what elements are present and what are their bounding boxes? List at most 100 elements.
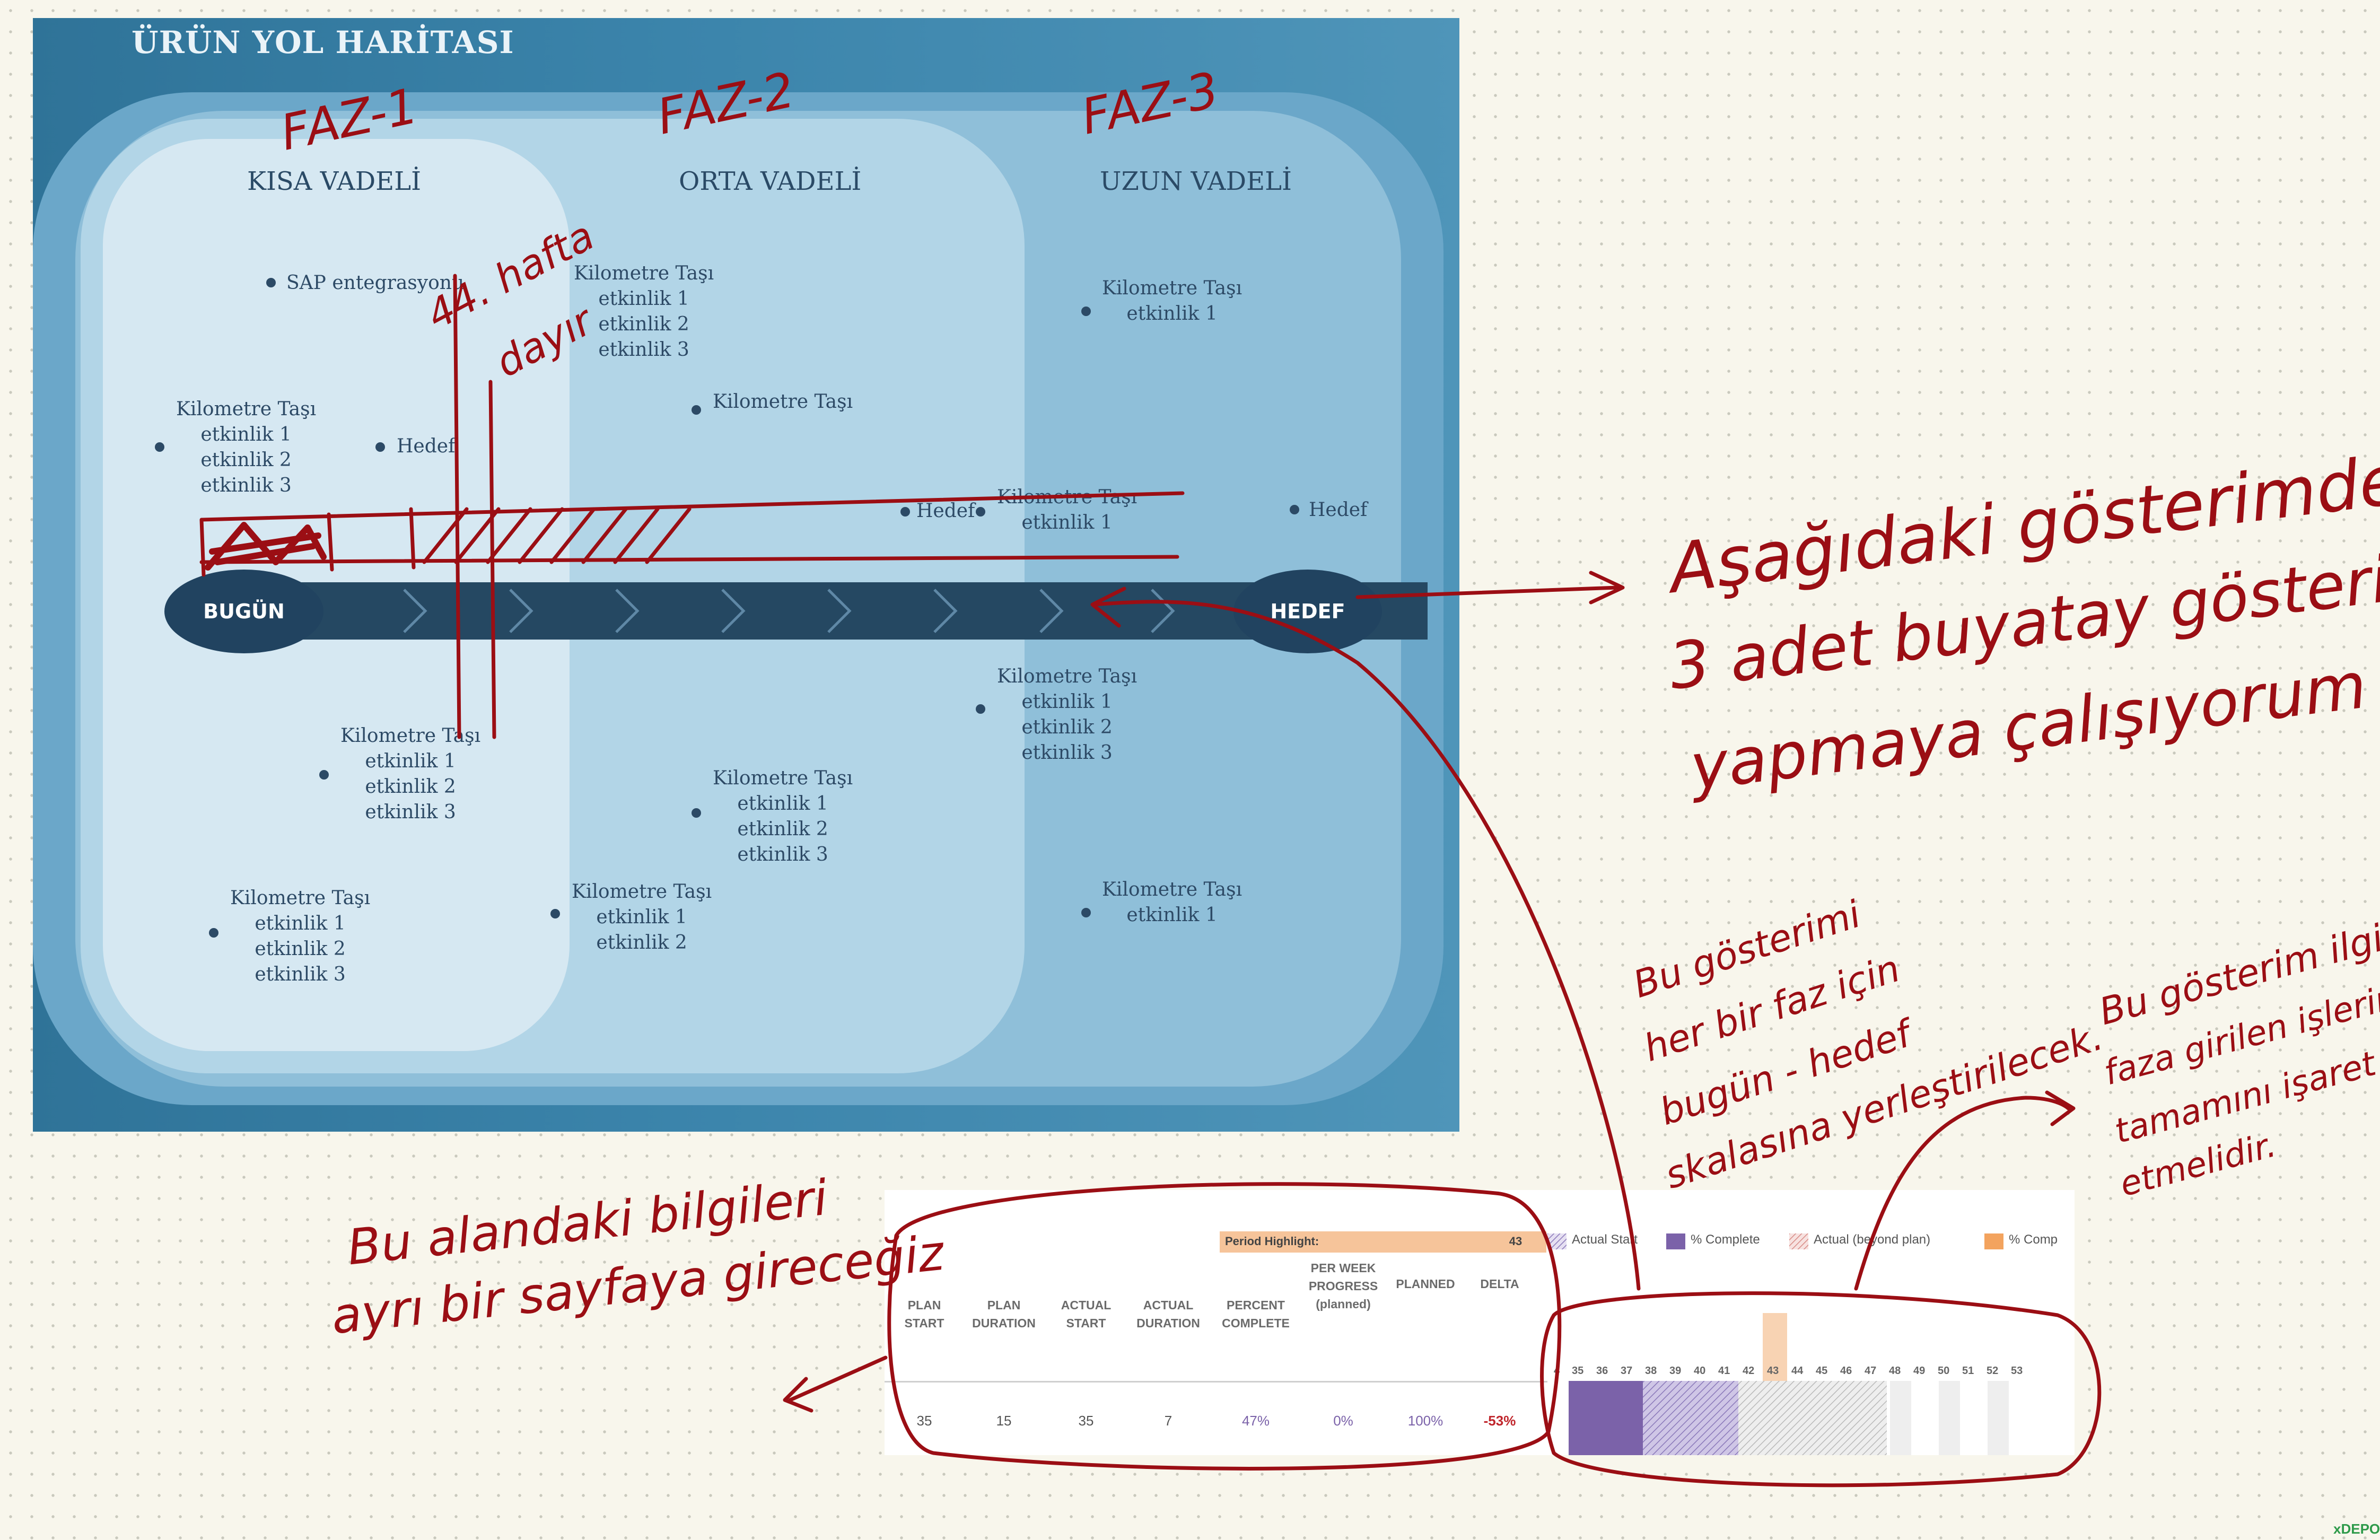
timeline-arrow-bar (203, 582, 1428, 640)
empty-week-cell (1939, 1381, 1960, 1455)
week-label: 36 (1596, 1365, 1608, 1377)
week-label: 35 (1572, 1365, 1584, 1377)
week-label: 43 (1767, 1365, 1779, 1377)
week-label: 39 (1669, 1365, 1682, 1377)
col-header-planned: PLANNED (1396, 1277, 1455, 1291)
period-highlight-label: Period Highlight: (1225, 1235, 1319, 1248)
empty-week-cell (1988, 1381, 2009, 1455)
col-header-plan-start: PLAN START (904, 1298, 944, 1330)
milestone-dot (375, 442, 385, 452)
milestone-dot (209, 928, 218, 938)
milestone-label: Hedef (1309, 499, 1368, 521)
col-header-delta: DELTA (1480, 1277, 1519, 1291)
milestone-label: Kilometre Taşı etkinlik 1 etkinlik 2 etk… (997, 666, 1138, 764)
timeline-end-goal: HEDEF (1233, 570, 1382, 653)
week-label: 50 (1938, 1365, 1950, 1377)
milestone-label: Kilometre Taşı (713, 391, 853, 413)
col-header-per-week-progress: PER WEEK PROGRESS (planned) (1308, 1261, 1378, 1311)
week-label: 37 (1621, 1365, 1633, 1377)
milestone-label: Kilometre Taşı etkinlik 1 etkinlik 2 etk… (340, 725, 481, 823)
chevron-icon (615, 589, 640, 633)
ellipse-left-table (887, 1182, 1562, 1471)
legend-swatch-complete-beyond (1984, 1233, 2003, 1249)
legend-actual-start: Actual Start (1572, 1232, 1638, 1247)
brand-watermark: xDEPO (2333, 1521, 2380, 1537)
milestone-label: Kilometre Taşı etkinlik 1 etkinlik 2 (572, 881, 712, 953)
milestone-dot (692, 808, 701, 818)
chevron-icon (721, 589, 746, 633)
cell-actual-start: 35 (1078, 1413, 1094, 1429)
week-label: 53 (2011, 1365, 2023, 1377)
milestone-label: Kilometre Taşı etkinlik 1 etkinlik 2 etk… (574, 262, 714, 361)
arrow-to-left-note (783, 1355, 888, 1413)
timeline-start-today: BUGÜN (164, 570, 323, 653)
col-header-actual-duration: ACTUAL DURATION (1136, 1298, 1200, 1330)
bar-planned-remaining (1738, 1381, 1887, 1455)
cell-planned: 100% (1407, 1413, 1443, 1429)
legend-complete-beyond: % Comp (2009, 1232, 2058, 1247)
col-header-plan-duration: PLAN DURATION (972, 1298, 1036, 1330)
milestone-label: Hedef (397, 435, 456, 457)
milestone-dot (319, 770, 329, 780)
period-highlight-value: 43 (1509, 1235, 1522, 1248)
roadmap-slide: ÜRÜN YOL HARİTASI KISA VADELİ ORTA VADEL… (33, 18, 1459, 1132)
week-label: 52 (1987, 1365, 1999, 1377)
period-highlight-box (1220, 1231, 1546, 1253)
slide-title: ÜRÜN YOL HARİTASI (132, 24, 514, 60)
milestone-dot (155, 442, 164, 452)
week-label: 47 (1865, 1365, 1877, 1377)
timeline-chevrons (403, 589, 1175, 633)
col-header-actual-start: ACTUAL START (1061, 1298, 1112, 1330)
col-header-percent-complete: PERCENT COMPLETE (1222, 1298, 1290, 1330)
chevron-icon (827, 589, 852, 633)
milestone-dot (1081, 307, 1091, 316)
milestone-dot (692, 405, 701, 415)
curve-to-right-note (1854, 1090, 2076, 1291)
bar-percent-complete (1569, 1381, 1643, 1455)
cell-actual-duration: 7 (1164, 1413, 1172, 1429)
chevron-icon (509, 589, 533, 633)
chevron-icon (1151, 589, 1175, 633)
cell-plan-duration: 15 (996, 1413, 1012, 1429)
milestone-label: Kilometre Taşı etkinlik 1 etkinlik 2 etk… (230, 887, 371, 985)
legend-swatch-beyond-plan (1789, 1233, 1808, 1249)
week-label: 44 (1791, 1365, 1804, 1377)
gantt-table-snippet: Period Highlight: 43 PLAN START PLAN DUR… (885, 1190, 2075, 1455)
week-label: 48 (1889, 1365, 1901, 1377)
milestone-dot (900, 507, 910, 517)
milestone-label: Kilometre Taşı etkinlik 1 etkinlik 2 etk… (713, 767, 853, 865)
table-divider (885, 1381, 1547, 1382)
ellipse-week-bars (1540, 1291, 2102, 1488)
chevron-icon (1039, 589, 1064, 633)
empty-week-cell (1890, 1381, 1911, 1455)
milestone-dot (976, 704, 985, 714)
cell-per-week-progress: 0% (1333, 1413, 1353, 1429)
week-label: 40 (1694, 1365, 1706, 1377)
milestone-dot (550, 909, 560, 918)
milestone-dot (266, 278, 276, 287)
legend-swatch-complete (1666, 1233, 1685, 1249)
milestone-dot (1081, 908, 1091, 917)
week-label: 46 (1840, 1365, 1852, 1377)
chevron-icon (403, 589, 427, 633)
phase-title-short: KISA VADELİ (247, 167, 422, 196)
arrow-to-note (1355, 571, 1625, 605)
week-label: 45 (1816, 1365, 1828, 1377)
progress-box-sketch (199, 491, 1185, 577)
curve-to-timeline (1090, 587, 1641, 1291)
progress-hatching (422, 507, 692, 564)
cell-plan-start: 35 (916, 1413, 932, 1429)
milestone-label: Hedef (916, 500, 975, 522)
cell-delta: -53% (1483, 1413, 1516, 1429)
bar-actual (1643, 1381, 1738, 1455)
milestone-label: Kilometre Taşı etkinlik 1 (1102, 277, 1242, 325)
chevron-icon (933, 589, 958, 633)
week-label: 49 (1913, 1365, 1926, 1377)
milestone-dot (1290, 505, 1299, 514)
legend-complete: % Complete (1691, 1232, 1760, 1247)
progress-scribble (205, 522, 327, 571)
week-label: 51 (1962, 1365, 1974, 1377)
week44-line (453, 274, 496, 739)
week-label: 41 (1718, 1365, 1730, 1377)
